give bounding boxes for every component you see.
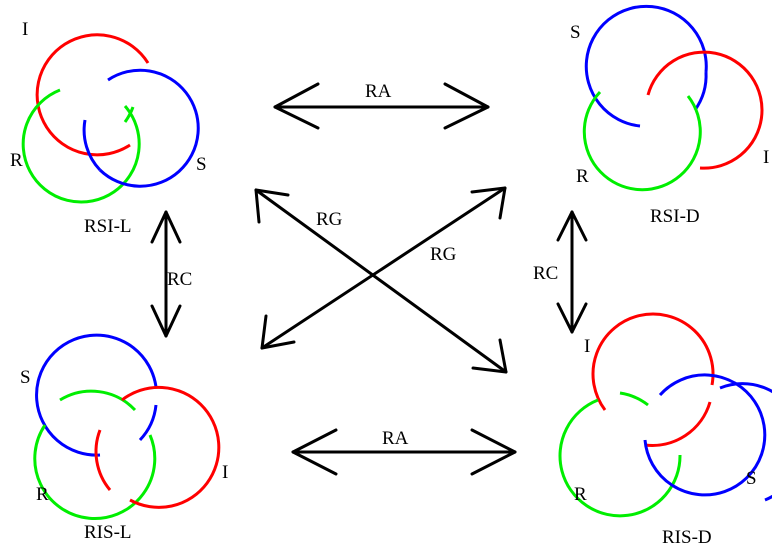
diagram-ris-d: I R S RIS-D [558,312,772,548]
label-s-rsi-d: S [570,22,581,43]
ring-blue-rsi-l [98,68,200,188]
ring-green-rsi-l-part2 [123,106,135,123]
label-top-ra: RA [365,81,392,102]
diagram-rsi-d: S R I RSI-D [570,4,769,227]
label-i-ris-d: I [584,336,590,357]
ring-red-ris-d [591,312,715,411]
label-left-rc: RC [167,269,192,290]
ring-green-rsi-l [21,88,141,204]
label-i-rsi-l: I [22,19,28,40]
label-r-ris-d: R [574,484,587,505]
arrow-diag-anti-rg: RG [260,186,507,350]
arrow-top-ra: RA [273,81,490,130]
label-i-ris-l: I [222,462,228,483]
ring-red-rsi-d [646,50,764,170]
label-diag-anti-rg: RG [430,244,457,265]
label-s-ris-l: S [20,367,31,388]
label-s-ris-d: S [746,468,757,489]
ring-red-ris-d-part2 [644,401,712,447]
ring-green-ris-d [558,398,682,518]
ring-green-ris-d-part2 [619,391,649,407]
ring-blue-ris-d-part2 [719,382,772,502]
ring-red-ris-l-part2 [94,429,112,491]
caption-rsi-d: RSI-D [650,206,700,227]
label-s-rsi-l: S [196,154,207,175]
ring-green-rsi-d [582,90,702,192]
ring-red-ris-l [121,385,221,509]
label-diag-main-rg: RG [316,209,343,230]
label-r-rsi-d: R [576,166,589,187]
caption-ris-d: RIS-D [662,527,712,548]
label-right-rc: RC [533,263,558,284]
ring-blue-ris-d [643,373,767,497]
label-r-rsi-l: R [10,150,23,171]
ring-blue-ris-l [35,333,158,457]
ring-blue-rsi-d-part2 [693,71,708,111]
diagram-ris-l: S R I RIS-L [20,333,228,543]
ring-green-ris-l-part2 [59,389,137,412]
label-i-rsi-d: I [763,147,769,168]
label-bottom-ra: RA [382,428,409,449]
arrow-right-rc: RC [533,210,588,334]
ring-blue-rsi-l-part2 [82,119,102,172]
label-r-ris-l: R [36,484,49,505]
ring-blue-rsi-d [584,4,708,128]
caption-rsi-l: RSI-L [84,216,132,237]
ring-blue-ris-l-part2 [138,404,158,442]
ring-red-rsi-l [35,33,150,157]
ring-green-ris-l [33,424,157,520]
arrow-diag-main-rg: RG [254,188,508,374]
caption-ris-l: RIS-L [84,522,132,543]
diagram-rsi-l: I R S RSI-L [10,19,207,237]
arrow-left-rc: RC [150,210,192,338]
arrow-bottom-ra: RA [291,428,517,476]
